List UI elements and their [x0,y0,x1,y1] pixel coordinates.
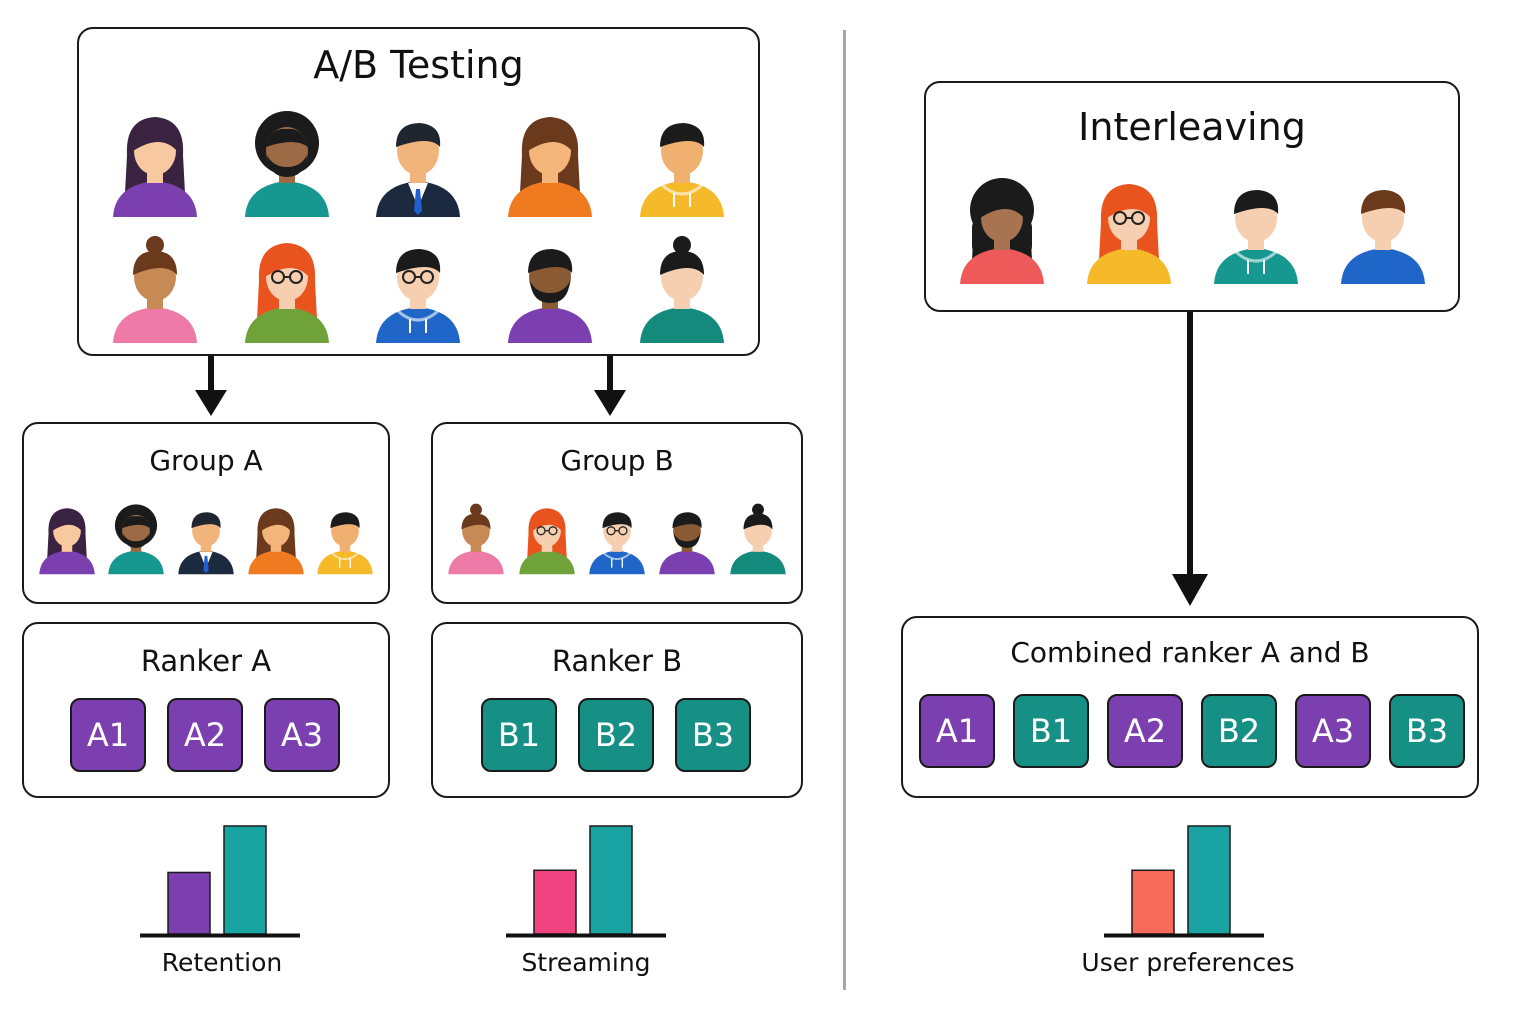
group-b-title: Group B [560,444,674,477]
person-avatar-icon [518,508,575,575]
ranked-item-chip: A3 [264,698,340,772]
ranker-a-title: Ranker A [140,644,272,678]
ranked-item-chip: A2 [167,698,243,772]
group-a-box: Group A [22,422,390,604]
chart-bar [223,825,267,935]
person-avatar-icon [376,123,461,217]
combined-ranker-title: Combined ranker A and B [1010,636,1370,669]
group-b-people [441,490,793,582]
person-avatar-icon [730,503,786,575]
person-avatar-icon [959,178,1044,284]
ranked-item-chip: B2 [1201,694,1277,768]
user-preferences-chart [1104,825,1264,938]
person-avatar-icon [376,249,461,343]
person-avatar-icon [640,123,725,217]
person-avatar-icon [39,508,95,575]
retention-label: Retention [161,948,283,977]
ab-people-row-1 [89,107,748,217]
streaming-chart [506,825,666,938]
chart-bar [1131,869,1175,935]
person-avatar-icon [1086,184,1171,284]
person-avatar-icon [244,111,329,217]
person-avatar-icon [659,512,716,575]
arrow-to-group-a [195,356,227,416]
ranker-b-title: Ranker B [551,644,683,678]
ranked-item-chip: B3 [1389,694,1465,768]
arrow-to-group-b [594,356,626,416]
interleaving-title: Interleaving [1078,105,1306,149]
person-avatar-icon [589,512,645,575]
ranked-item-chip: A1 [70,698,146,772]
person-avatar-icon [247,508,304,575]
ranked-item-chip: A3 [1295,694,1371,768]
chart-bar [167,871,211,935]
person-avatar-icon [112,117,197,217]
ab-people-row-2 [89,231,748,343]
ranked-item-chip: B2 [578,698,654,772]
group-a-title: Group A [149,444,263,477]
ab-testing-title: A/B Testing [313,43,524,87]
streaming-label: Streaming [521,948,651,977]
chart-bar [533,869,577,935]
ranked-item-chip: B3 [675,698,751,772]
person-avatar-icon [1340,190,1425,284]
person-avatar-icon [508,249,593,343]
person-avatar-icon [640,236,725,343]
person-avatar-icon [108,504,165,575]
ranked-item-chip: A1 [919,694,995,768]
ranker-a-items: A1 A2 A3 [70,698,340,772]
person-avatar-icon [112,236,197,343]
ranker-b-items: B1 B2 B3 [481,698,751,772]
chart-bar [589,825,633,935]
section-divider [843,30,846,990]
retention-chart [140,825,300,938]
interleaving-people [938,169,1446,287]
group-a-people [32,490,380,582]
person-avatar-icon [178,512,234,575]
chart-bar [1187,825,1231,935]
person-avatar-icon [244,243,329,343]
ranked-item-chip: B1 [481,698,557,772]
group-b-box: Group B [431,422,803,604]
ranked-item-chip: A2 [1107,694,1183,768]
person-avatar-icon [1213,190,1298,284]
ranked-item-chip: B1 [1013,694,1089,768]
person-avatar-icon [317,512,373,575]
arrow-to-combined [1172,312,1208,606]
ab-testing-box: A/B Testing [77,27,760,356]
person-avatar-icon [448,503,504,575]
interleaving-box: Interleaving [924,81,1460,312]
ranker-a-box: Ranker A A1 A2 A3 [22,622,390,798]
person-avatar-icon [508,117,593,217]
user-preferences-label: User preferences [1081,948,1295,977]
ranker-b-box: Ranker B B1 B2 B3 [431,622,803,798]
